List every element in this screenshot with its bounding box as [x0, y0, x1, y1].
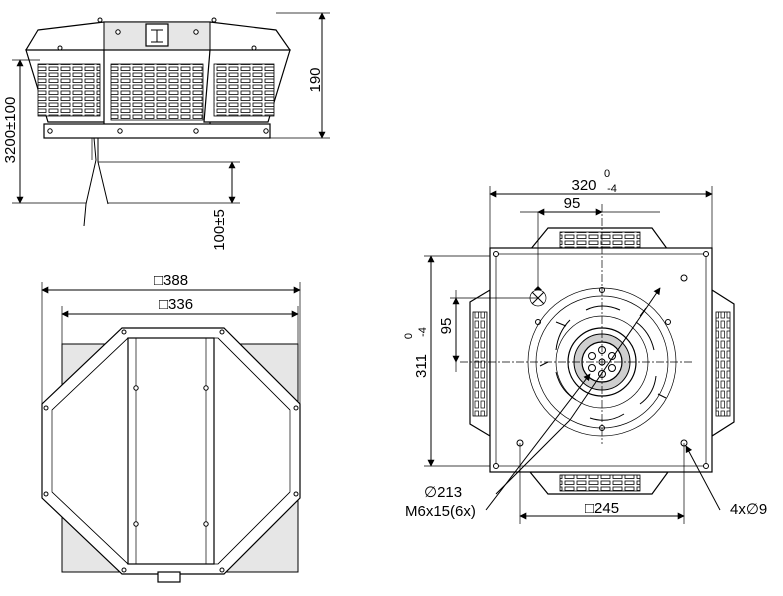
height-tol-top: 0: [403, 333, 415, 339]
width-tol-top: 0: [604, 168, 610, 180]
top-view: □388 □336: [41, 272, 301, 583]
thread-label: M6x15(6x): [405, 503, 476, 520]
side-view: 190 3200±100 100±5: [2, 12, 330, 251]
cable-length-label: 3200±100: [2, 97, 19, 164]
height-label: 311: [413, 354, 430, 378]
cable-offset-label: 100±5: [211, 209, 228, 251]
outer-size-label: □388: [154, 272, 188, 289]
bolt-square-label: □245: [585, 500, 619, 517]
left-center-label: 95: [438, 318, 455, 335]
impeller-blades: [539, 305, 667, 421]
top-center-label: 95: [564, 195, 581, 212]
holes-label: 4x∅9: [730, 501, 767, 518]
width-label: 320: [571, 177, 596, 194]
diameter-label: ∅213: [424, 484, 462, 501]
inner-size-label: □336: [159, 296, 193, 313]
width-tol-bottom: -4: [607, 183, 617, 195]
height-tol-bottom: -4: [417, 327, 429, 337]
side-height-label: 190: [307, 67, 324, 92]
bottom-view: 320 0 -4 95 311 0 -4 95 ∅213 M6x15(6x) □…: [403, 168, 767, 524]
